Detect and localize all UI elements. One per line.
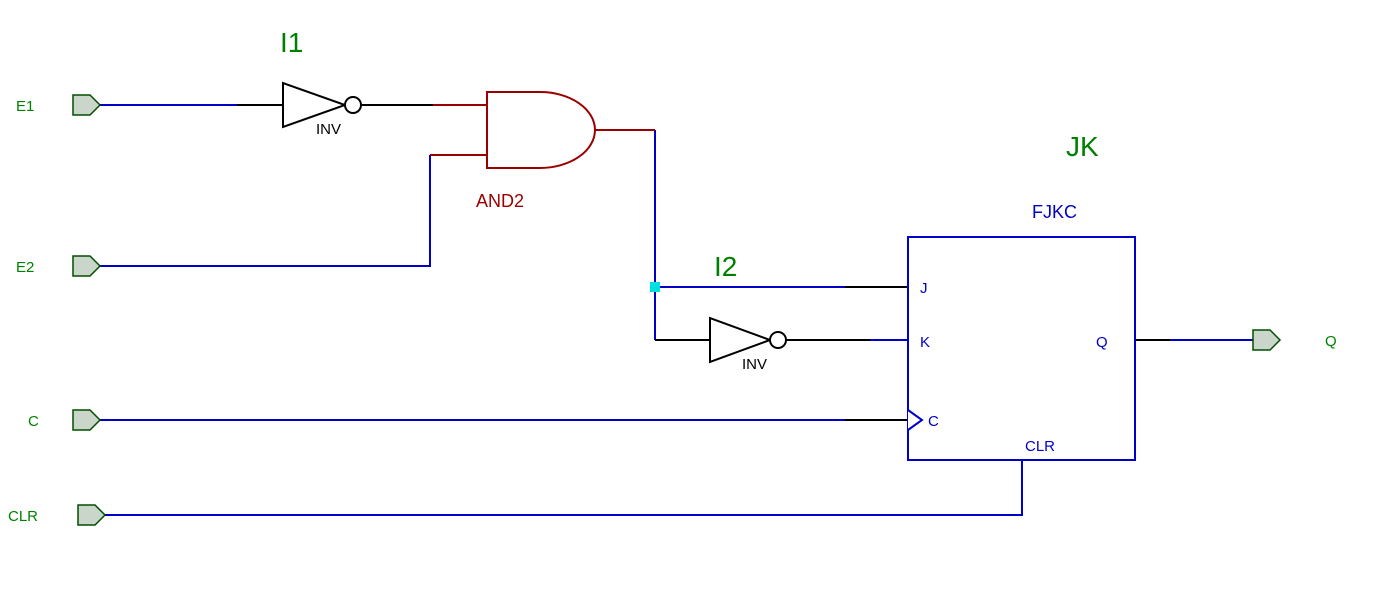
pins-group [72, 94, 1282, 526]
flipflop-pin-label-clr: CLR [1025, 438, 1055, 455]
black-labels-group: INV INV [316, 121, 767, 373]
and-gate-group [430, 91, 655, 169]
flipflop-pin-label-k: K [920, 334, 930, 351]
input-pin-e1[interactable] [72, 94, 102, 116]
type-label-inv2: INV [742, 356, 767, 373]
port-label-clr: CLR [8, 508, 38, 525]
inverter-i1-triangle[interactable] [282, 81, 348, 129]
instance-label-jk: JK [1066, 131, 1099, 162]
stubs-group [237, 104, 1170, 421]
inverter-i1-bubble-icon[interactable] [344, 96, 362, 114]
green-labels-group: E1 E2 C CLR Q I1 I2 JK [8, 27, 1337, 525]
input-pin-e2[interactable] [72, 255, 102, 277]
port-label-q: Q [1325, 333, 1337, 350]
inverter-i2-triangle[interactable] [709, 316, 773, 364]
blue-labels-group: FJKC J K C CLR Q [920, 202, 1108, 455]
flipflop-pin-label-q: Q [1096, 334, 1108, 351]
clock-triangle-icon [907, 409, 924, 431]
and2-gate-body[interactable] [486, 91, 596, 169]
wires-group [100, 104, 1253, 516]
flipflop-pin-label-j: J [920, 280, 928, 297]
inverters-group [282, 81, 787, 364]
flipflop-group [907, 236, 1136, 461]
type-label-and2: AND2 [476, 191, 524, 211]
port-label-e2: E2 [16, 259, 34, 276]
port-label-c: C [28, 413, 39, 430]
flipflop-pin-label-c: C [928, 413, 939, 430]
wire-clr[interactable] [105, 460, 1023, 516]
wire-e2[interactable] [100, 155, 431, 267]
inverter-i2-bubble-icon[interactable] [769, 331, 787, 349]
instance-label-i2: I2 [714, 251, 737, 282]
instance-label-i1: I1 [280, 27, 303, 58]
input-pin-clr[interactable] [77, 504, 107, 526]
type-label-fjkc: FJKC [1032, 202, 1077, 222]
flipflop-body[interactable] [907, 236, 1136, 461]
input-pin-c[interactable] [72, 409, 102, 431]
output-pin-q[interactable] [1252, 329, 1282, 351]
type-label-inv1: INV [316, 121, 341, 138]
port-label-e1: E1 [16, 98, 34, 115]
wire-junction-dot [650, 282, 660, 292]
